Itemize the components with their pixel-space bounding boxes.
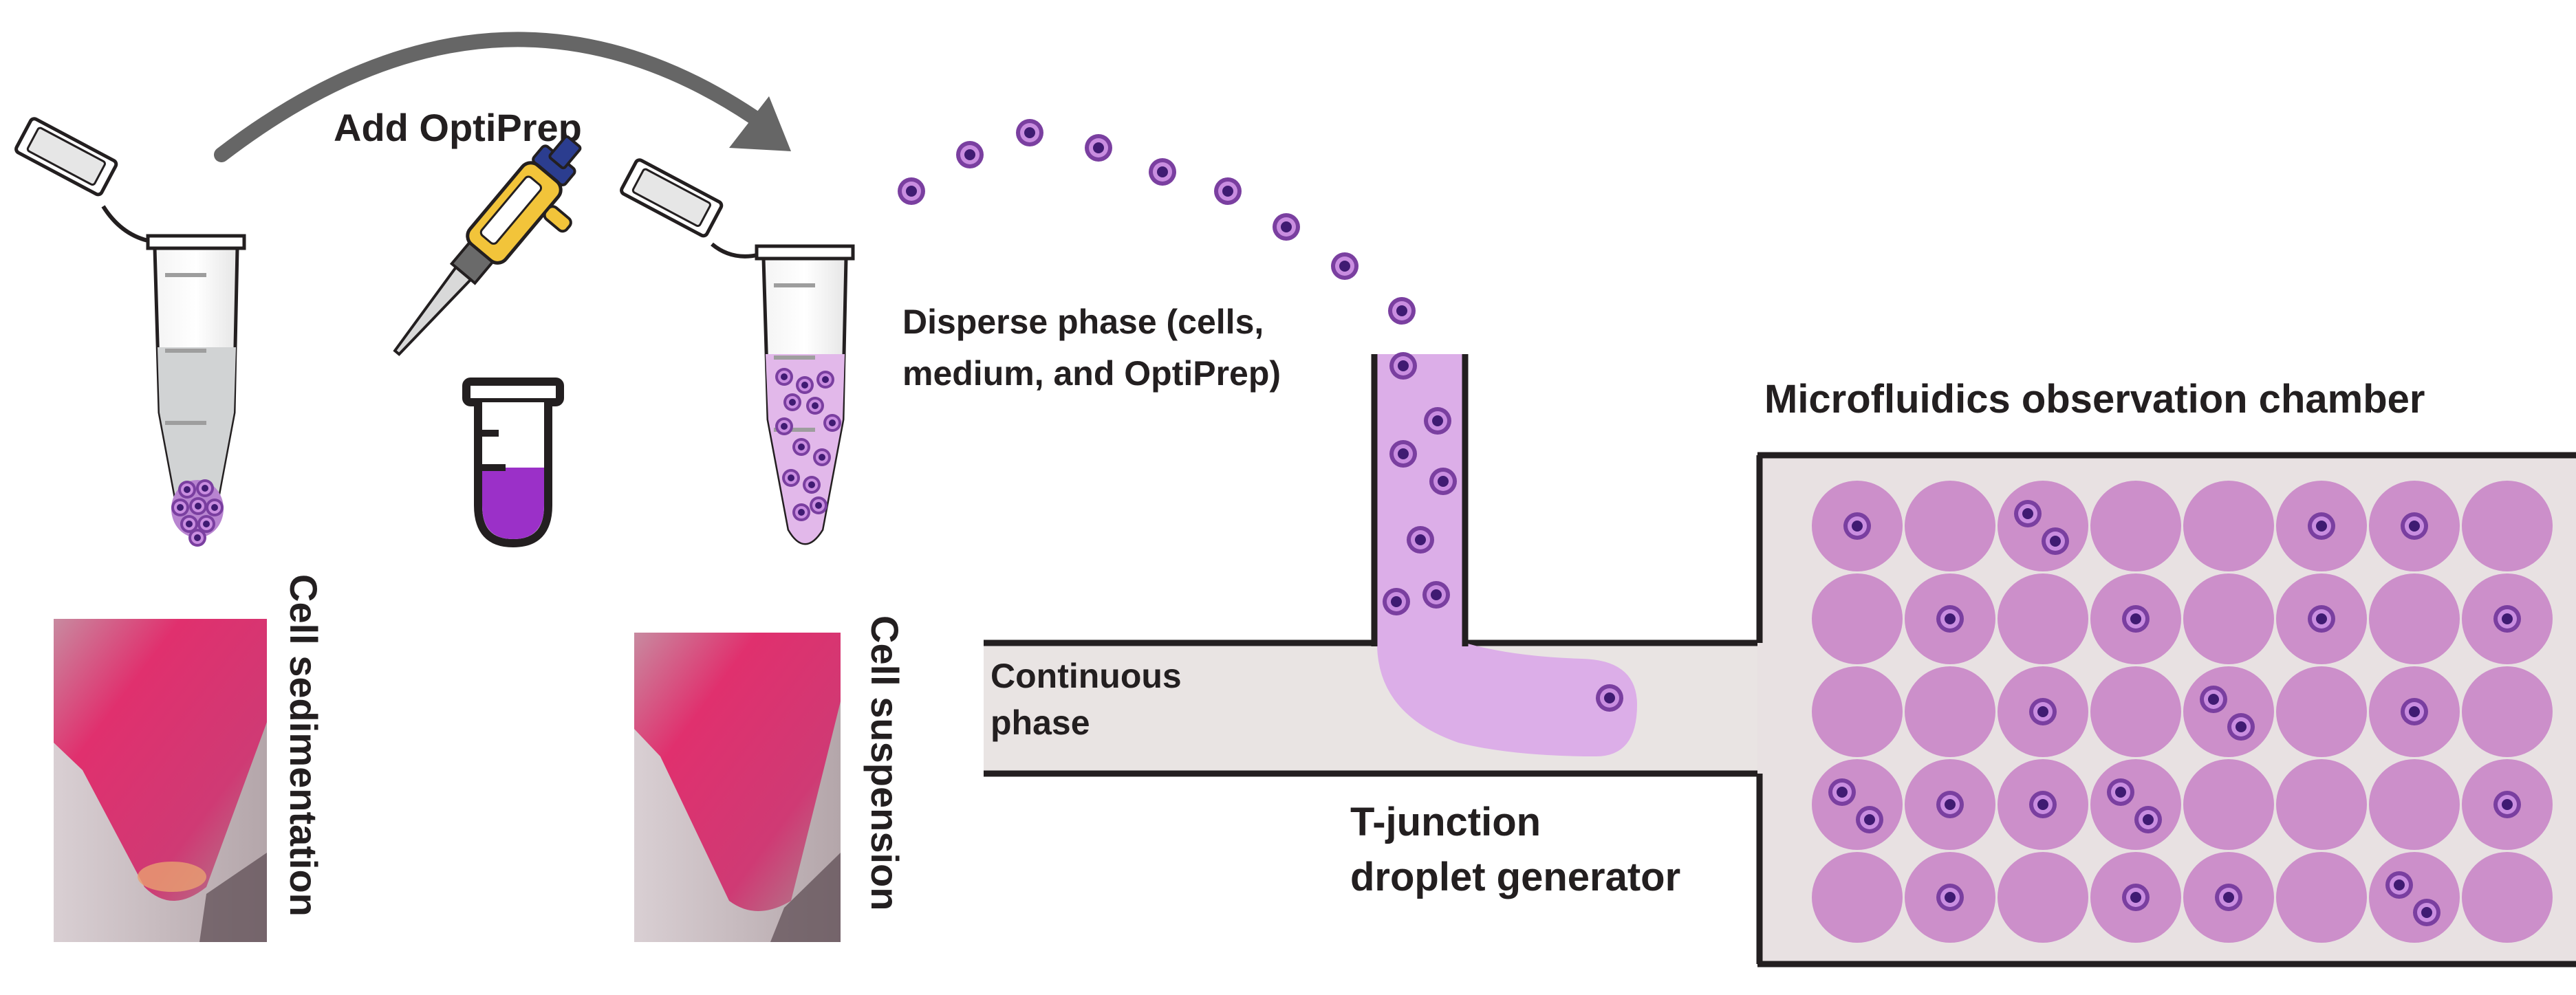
observation-chamber <box>1756 452 2576 967</box>
droplet <box>2369 573 2460 664</box>
encapsulated-cell <box>2042 527 2069 555</box>
disperse-label-line2: medium, and OptiPrep) <box>902 354 1281 393</box>
sedimented-cells <box>171 479 224 547</box>
droplet <box>2369 759 2460 850</box>
encapsulated-cell <box>2107 778 2134 806</box>
droplet <box>1812 759 1903 850</box>
droplet <box>2276 666 2367 757</box>
droplet <box>1812 852 1903 943</box>
encapsulated-cell <box>1936 791 1964 818</box>
encapsulated-cell <box>2493 605 2521 633</box>
droplet <box>2276 759 2367 850</box>
chamber-title: Microfluidics observation chamber <box>1764 377 2425 422</box>
encapsulated-cell <box>2134 806 2162 833</box>
encapsulated-cell <box>2308 605 2335 633</box>
droplet <box>2462 666 2553 757</box>
droplet <box>1998 573 2088 664</box>
droplet <box>2276 852 2367 943</box>
disperse-channel <box>1371 352 1637 756</box>
continuous-label-line2: phase <box>991 703 1090 742</box>
encapsulated-cell <box>1936 884 1964 911</box>
encapsulated-cell <box>1856 806 1883 833</box>
curved-arrow-icon <box>214 32 791 162</box>
encapsulated-cell <box>2308 512 2335 540</box>
encapsulated-cell <box>2227 713 2255 741</box>
droplet <box>2183 481 2274 571</box>
encapsulated-cell <box>2200 686 2227 713</box>
droplet <box>1905 481 1995 571</box>
add-reagent-label: Add OptiPrep <box>334 106 582 149</box>
encapsulated-cell <box>2401 512 2428 540</box>
droplet <box>2369 852 2460 943</box>
droplet <box>1812 573 1903 664</box>
droplet <box>1998 852 2088 943</box>
photo-suspension <box>634 633 841 942</box>
disperse-label-line1: Disperse phase (cells, <box>902 303 1264 341</box>
encapsulated-cell <box>1843 512 1871 540</box>
encapsulated-cell <box>2413 899 2440 926</box>
droplet <box>2090 759 2181 850</box>
encapsulated-cell <box>2401 698 2428 725</box>
droplet-grid <box>1812 481 2553 943</box>
encapsulated-cell <box>2385 871 2413 899</box>
encapsulated-cell <box>2029 698 2057 725</box>
encapsulated-cell <box>2014 500 2042 527</box>
tube-sedimentation <box>14 117 246 547</box>
droplet <box>2462 481 2553 571</box>
droplet <box>2183 759 2274 850</box>
droplet <box>2183 666 2274 757</box>
droplet <box>2183 573 2274 664</box>
continuous-label-line1: Continuous <box>991 657 1182 695</box>
encapsulated-cell <box>1936 605 1964 633</box>
vial-icon <box>462 378 564 548</box>
encapsulated-cell <box>2122 884 2150 911</box>
droplet <box>1812 666 1903 757</box>
cell-trajectory <box>898 119 1416 325</box>
encapsulated-cell <box>2215 884 2242 911</box>
pipette-icon <box>393 135 582 356</box>
tube-suspension <box>620 158 855 545</box>
suspension-label: Cell suspension <box>863 615 907 910</box>
photo-sedimentation <box>54 619 267 942</box>
encapsulated-cell <box>2122 605 2150 633</box>
droplet <box>1905 666 1995 757</box>
encapsulated-cell <box>1828 778 1856 806</box>
encapsulated-cell <box>2493 791 2521 818</box>
droplet <box>2462 852 2553 943</box>
encapsulated-cell <box>2029 791 2057 818</box>
droplet <box>2090 666 2181 757</box>
tjunction-label-line2: droplet generator <box>1350 855 1680 899</box>
sedimentation-label: Cell sedimentation <box>282 574 325 917</box>
droplet <box>2090 481 2181 571</box>
tjunction-label-line1: T-junction <box>1350 800 1541 844</box>
droplet <box>1998 481 2088 571</box>
